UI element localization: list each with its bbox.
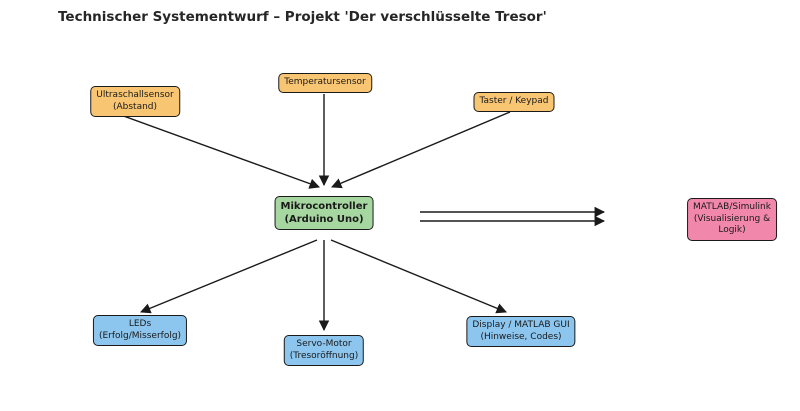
arrow-mikrocontroller-to-display (330, 239, 507, 314)
node-temperatursensor: Temperatursensor (278, 73, 372, 93)
node-matlab-simulink: MATLAB/Simulink (Visualisierung & Logik) (687, 198, 777, 242)
node-ultraschallsensor: Ultraschallsensor (Abstand) (90, 86, 180, 118)
arrow-ultraschall-to-mikrocontroller (117, 113, 320, 189)
node-taster-keypad: Taster / Keypad (473, 92, 555, 112)
node-leds: LEDs (Erfolg/Misserfolg) (92, 315, 188, 347)
arrow-taster-to-mikrocontroller (331, 111, 511, 189)
node-mikrocontroller: Mikrocontroller (Arduino Uno) (274, 196, 374, 230)
arrow-mikrocontroller-to-leds (140, 239, 318, 314)
node-display-gui: Display / MATLAB GUI (Hinweise, Codes) (466, 316, 576, 348)
diagram-title: Technischer Systementwurf – Projekt 'Der… (58, 9, 547, 25)
node-servo-motor: Servo-Motor (Tresoröffnung) (283, 335, 365, 367)
